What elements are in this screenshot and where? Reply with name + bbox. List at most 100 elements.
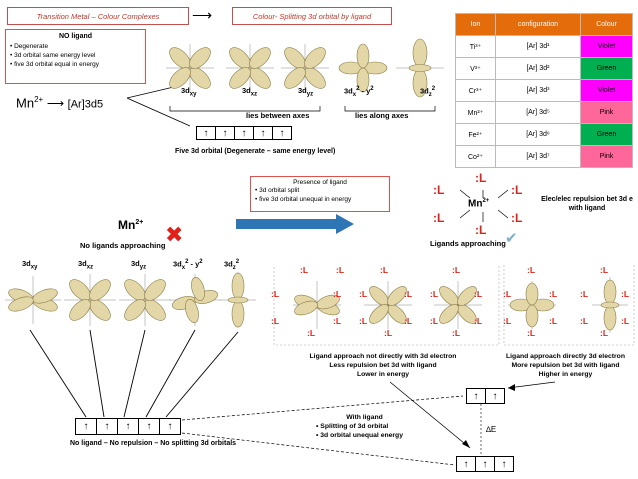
orbital-box: ↑ — [196, 126, 216, 140]
orbital-box: ↑ — [485, 388, 505, 404]
ligand-label: :L — [433, 183, 445, 197]
orbital-dyz-icon — [119, 274, 171, 326]
table-row: V³⁺ [Ar] 3d² Green — [455, 57, 633, 80]
ion-cell: Mn²⁺ — [455, 101, 496, 124]
ligand-label: :L — [271, 289, 280, 299]
text-line: Ligand approach directly 3d electron — [506, 353, 625, 360]
ligand-label: :L — [503, 316, 512, 326]
ligand-label: :L — [430, 289, 439, 299]
cross-icon: ✖ — [165, 222, 184, 247]
colour-cell: Green — [580, 123, 633, 146]
list-item: • 3d orbital split — [255, 187, 300, 194]
ligand-label: :L — [527, 265, 536, 275]
blue-arrow-icon — [236, 214, 354, 234]
orbital-dxy-icon — [5, 276, 61, 324]
config-cell: [Ar] 3d² — [495, 57, 581, 80]
ligand-label: :L — [359, 316, 368, 326]
orbital-dx2y2-icon — [508, 281, 556, 329]
ligand-label: :L — [621, 289, 630, 299]
page-subtitle: Colour- Splitting 3d orbital by ligand — [232, 7, 392, 25]
top-orbital-label-dxy: 3dxy — [181, 86, 197, 98]
no-splitting-caption: No ligand – No repulsion – No splitting … — [70, 440, 237, 447]
degenerate-caption: Five 3d orbital (Degenerate – same energ… — [175, 148, 336, 155]
orbital-box: ↑ — [253, 126, 273, 140]
orbital-dx2y2-icon — [169, 274, 221, 326]
top-orbital-label-dz2: 3dz2 — [420, 86, 436, 98]
list-item: • five 3d orbital unequal in energy — [255, 196, 352, 203]
orbital-dyz-icon — [434, 281, 482, 329]
low-energy-boxes: ↑ ↑ ↑ — [456, 456, 514, 472]
ion-colour-table: Ion configuration Colour Ti³⁺ [Ar] 3d¹ V… — [455, 13, 633, 168]
config-cell: [Ar] 3d¹ — [495, 35, 581, 58]
no-ligands-label: No ligands approaching — [80, 241, 166, 250]
top-orbitals-diagram — [126, 38, 444, 127]
table-header-row: Ion configuration Colour — [455, 13, 633, 36]
complex-center: Mn2+ — [468, 198, 490, 210]
ligands-approaching-label: Ligands approaching — [430, 239, 506, 248]
left-orbital-label-dz2: 3dz2 — [224, 259, 240, 271]
left-ion: Mn2+ — [118, 218, 144, 232]
ion-configuration: [Ar]3d5 — [67, 98, 104, 111]
orbital-dxz-icon — [64, 274, 116, 326]
connector-arrow — [126, 85, 179, 99]
page-subtitle-text: Colour- Splitting 3d orbital by ligand — [252, 11, 372, 21]
config-cell: [Ar] 3d⁵ — [495, 101, 581, 124]
orbital-box: ↑ — [159, 418, 181, 435]
ion-cell: Ti³⁺ — [455, 35, 496, 58]
ion-cell: Fe²⁺ — [455, 123, 496, 146]
orbital-dx2y2-icon — [338, 43, 388, 93]
ion-cell: Co²⁺ — [455, 145, 496, 168]
ligand-label: :L — [600, 328, 609, 338]
ligand-label: :L — [404, 289, 413, 299]
list-item: • 3d orbital same energy level — [10, 52, 96, 59]
ligand-label: :L — [549, 316, 558, 326]
top-orbital-boxes: ↑ ↑ ↑ ↑ ↑ — [196, 126, 292, 140]
ligand-label: :L — [333, 289, 342, 299]
along-axes-bracket — [344, 106, 436, 112]
connector-arrow — [126, 97, 191, 127]
table-row: Cr³⁺ [Ar] 3d³ Violet — [455, 79, 633, 102]
left-orbitals-diagram — [5, 272, 256, 418]
table-row: Ti³⁺ [Ar] 3d¹ Violet — [455, 35, 633, 58]
page-title-text: Transition Metal – Colour Complexes — [36, 11, 160, 21]
orbital-box: ↑ — [466, 388, 486, 404]
ligand-label: :L — [474, 316, 483, 326]
ligand-label: :L — [475, 171, 487, 185]
ligand-label: :L — [474, 289, 483, 299]
repulsion-label: Elec/elec repulsion bet 3d e with ligand — [541, 196, 633, 212]
orbital-box: ↑ — [75, 418, 97, 435]
config-cell: [Ar] 3d⁷ — [495, 145, 581, 168]
orbital-box: ↑ — [96, 418, 118, 435]
low-energy-group-box — [273, 265, 500, 346]
list-item: • 3d orbital unequal energy — [316, 432, 403, 439]
ligand-label: :L — [511, 183, 523, 197]
ligand-label: :L — [271, 316, 280, 326]
ligand-label: :L — [359, 289, 368, 299]
orbital-dxz-icon — [364, 281, 412, 329]
ligand-label: :L — [430, 316, 439, 326]
text-line: Less repulsion bet 3d with ligand — [329, 362, 437, 369]
ligand-label: :L — [600, 265, 609, 275]
no-ligand-list: • Degenerate • 3d orbital same energy le… — [6, 42, 145, 69]
ligand-label: :L — [380, 265, 389, 275]
ligand-label: :L — [452, 328, 461, 338]
ligand-label: :L — [527, 328, 536, 338]
orbital-dxz-icon — [226, 44, 274, 92]
ligand-label: :L — [549, 289, 558, 299]
text-line: Higher in energy — [538, 371, 593, 378]
presence-ligand-box: Presence of ligand • 3d orbital split • … — [250, 176, 390, 212]
with-ligand-title: With ligand — [346, 414, 383, 421]
colour-cell: Violet — [580, 79, 633, 102]
presence-list: • 3d orbital split • five 3d orbital une… — [251, 186, 389, 204]
orbital-dxy-icon — [293, 281, 341, 329]
top-orbital-label-dxz: 3dxz — [242, 86, 258, 98]
table-row: Mn²⁺ [Ar] 3d⁵ Pink — [455, 101, 633, 124]
orbital-dz2-icon — [220, 272, 256, 328]
ligand-label: :L — [404, 316, 413, 326]
between-axes-bracket — [169, 106, 321, 112]
colour-cell: Pink — [580, 101, 633, 124]
ligand-label: :L — [384, 328, 393, 338]
no-ligand-title: NO ligand — [58, 33, 93, 40]
ligand-label: :L — [475, 223, 487, 237]
config-cell: [Ar] 3d⁶ — [495, 123, 581, 146]
